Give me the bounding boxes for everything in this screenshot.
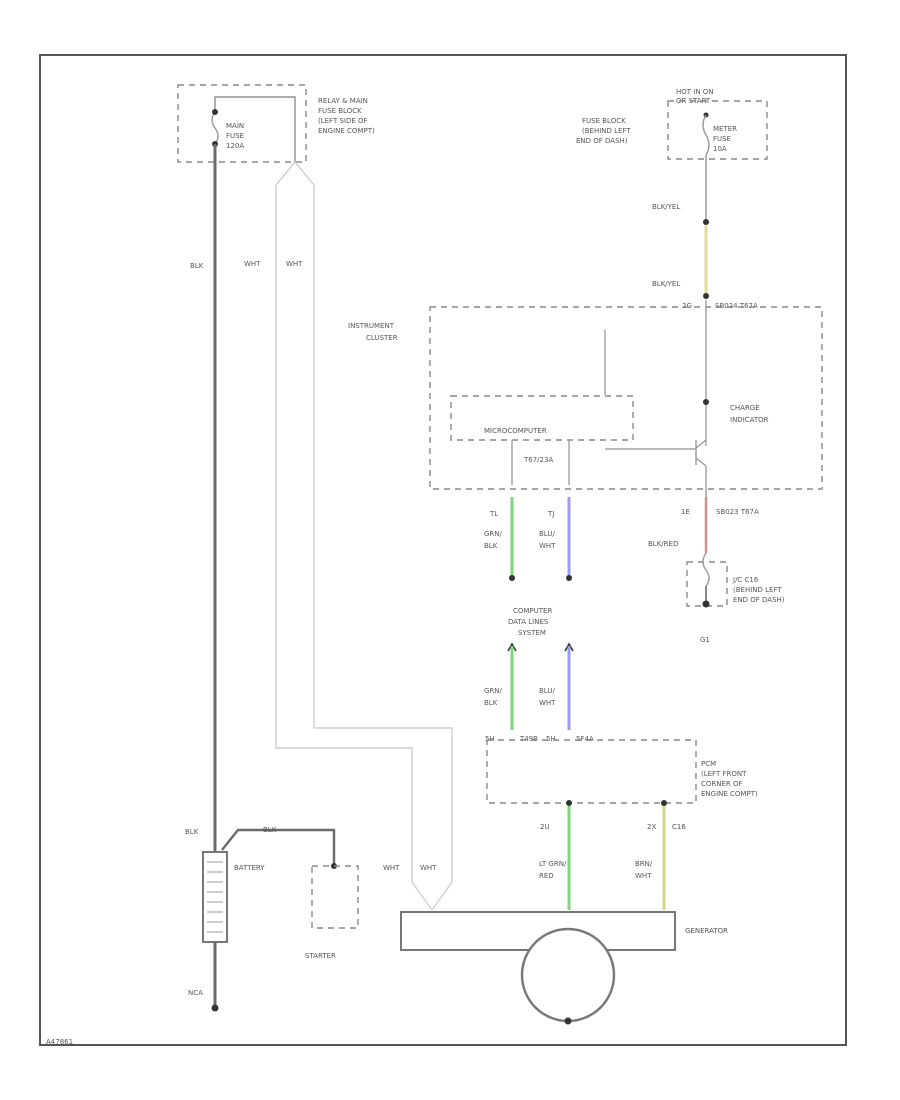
relay-fuse-block-label: RELAY & MAIN FUSE BLOCK (LEFT SIDE OF EN…: [318, 97, 375, 135]
pcm-pin-c16-label: C16: [672, 823, 686, 831]
generator-ground-dot: [564, 1017, 572, 1025]
wire-wht-label-1: WHT: [244, 260, 261, 268]
wire-blk-label-3: BLK: [263, 826, 277, 834]
main-fuse-link: [211, 111, 219, 145]
main-fuse-label: MAIN FUSE 120A: [226, 122, 246, 150]
pcm-pin-2x-dot: [661, 800, 667, 806]
jc-label: J/C C16 (BEHIND LEFT END OF DASH): [732, 576, 785, 604]
meter-fuse-link: [702, 114, 710, 156]
wire-blk-label-2: BLK: [185, 828, 199, 836]
pcm-label: PCM (LEFT FRONT CORNER OF ENGINE COMPT): [701, 760, 758, 798]
pcm-pin-2x-label: 2X: [647, 823, 656, 831]
diagram-frame: [39, 54, 847, 1046]
wire-blk-to-starter: [221, 828, 336, 866]
arrow-grn-blk: [507, 642, 517, 652]
meter-fuse-label: METER FUSE 10A: [713, 125, 739, 153]
hot-in-on-label: HOT IN ON OR START: [676, 88, 716, 105]
charge-indicator-label: CHARGE INDICATOR: [730, 404, 769, 424]
wire-blk-red-label: BLK/RED: [648, 540, 678, 548]
wire-wht-label-3: WHT: [383, 864, 400, 872]
arrow-blu-wht: [564, 642, 574, 652]
pcm-connector-label: 5H T49B 5H 5F4A: [485, 735, 594, 743]
battery-ground-dot: [211, 1004, 219, 1012]
transistor-symbol: [695, 439, 707, 467]
wire-wht-label-2: WHT: [286, 260, 303, 268]
meter-fuse-block-outline: [667, 100, 768, 160]
wire-blkyel-label-1: BLK/YEL: [652, 203, 680, 211]
footer-id: A47861: [46, 1038, 73, 1046]
wire-tl-label: TL GRN/ BLK: [484, 510, 504, 550]
wire-blk-label-1: BLK: [190, 262, 204, 270]
pcm-outline: [486, 739, 697, 804]
tl-bottom-dot: [509, 575, 515, 581]
ground-g1-label: G1: [700, 636, 710, 644]
connector-dot-blkyel-bottom: [703, 293, 709, 299]
wire-wht-splice-top: [275, 161, 433, 911]
connector-dot-blkyel-top: [703, 219, 709, 225]
wire-wht-label-4: WHT: [420, 864, 437, 872]
charge-indicator-dot: [703, 399, 709, 405]
wire-blkyel-label-2: BLK/YEL: [652, 280, 680, 288]
battery-label: BATTERY: [234, 864, 265, 872]
computer-data-lines-label: COMPUTER DATA LINES SYSTEM: [508, 607, 555, 637]
instrument-cluster-label: INSTRUMENT CLUSTER: [348, 322, 398, 342]
brn-wht-label: BRN/ WHT: [635, 860, 655, 880]
pcm-pin-2u-dot: [566, 800, 572, 806]
battery-cells: [207, 861, 223, 933]
starter-outline: [311, 865, 359, 929]
wire-wht-splice-top-2: [294, 161, 453, 911]
cluster-pin-top-label: 2G SB024 T67A: [682, 302, 758, 310]
jc-bottom-dot: [702, 600, 710, 608]
battery-ground-label: NCA: [188, 989, 203, 997]
tj-bottom-dot: [566, 575, 572, 581]
fuse-block-left-label: FUSE BLOCK (BEHIND LEFT END OF DASH): [576, 117, 633, 145]
wire-1e-label: 1E SB023 T67A: [681, 508, 759, 516]
instrument-cluster-outline: [429, 306, 823, 490]
main-fuse-symbol: [214, 96, 296, 162]
wire-tj-label: TJ BLU/ WHT: [539, 510, 557, 550]
jc-c16-symbol: [702, 552, 710, 587]
generator-label: GENERATOR: [685, 927, 728, 935]
pcm-pin-2u-label: 2U: [540, 823, 550, 831]
main-fuse-terminal-top: [212, 109, 218, 115]
generator-rotor: [520, 927, 616, 1023]
battery-body: [202, 851, 228, 943]
microcomputer-label: MICROCOMPUTER: [484, 427, 547, 435]
cluster-conn-bottom-label: T67/23A: [523, 456, 553, 464]
relay-main-fuse-block-outline: [177, 84, 307, 163]
lt-grn-red-label: LT GRN/ RED: [539, 860, 569, 880]
microcomputer-outline: [450, 395, 634, 441]
data-wire-2-label: BLU/ WHT: [539, 687, 557, 707]
starter-label: STARTER: [305, 952, 336, 960]
data-wire-1-label: GRN/ BLK: [484, 687, 504, 707]
